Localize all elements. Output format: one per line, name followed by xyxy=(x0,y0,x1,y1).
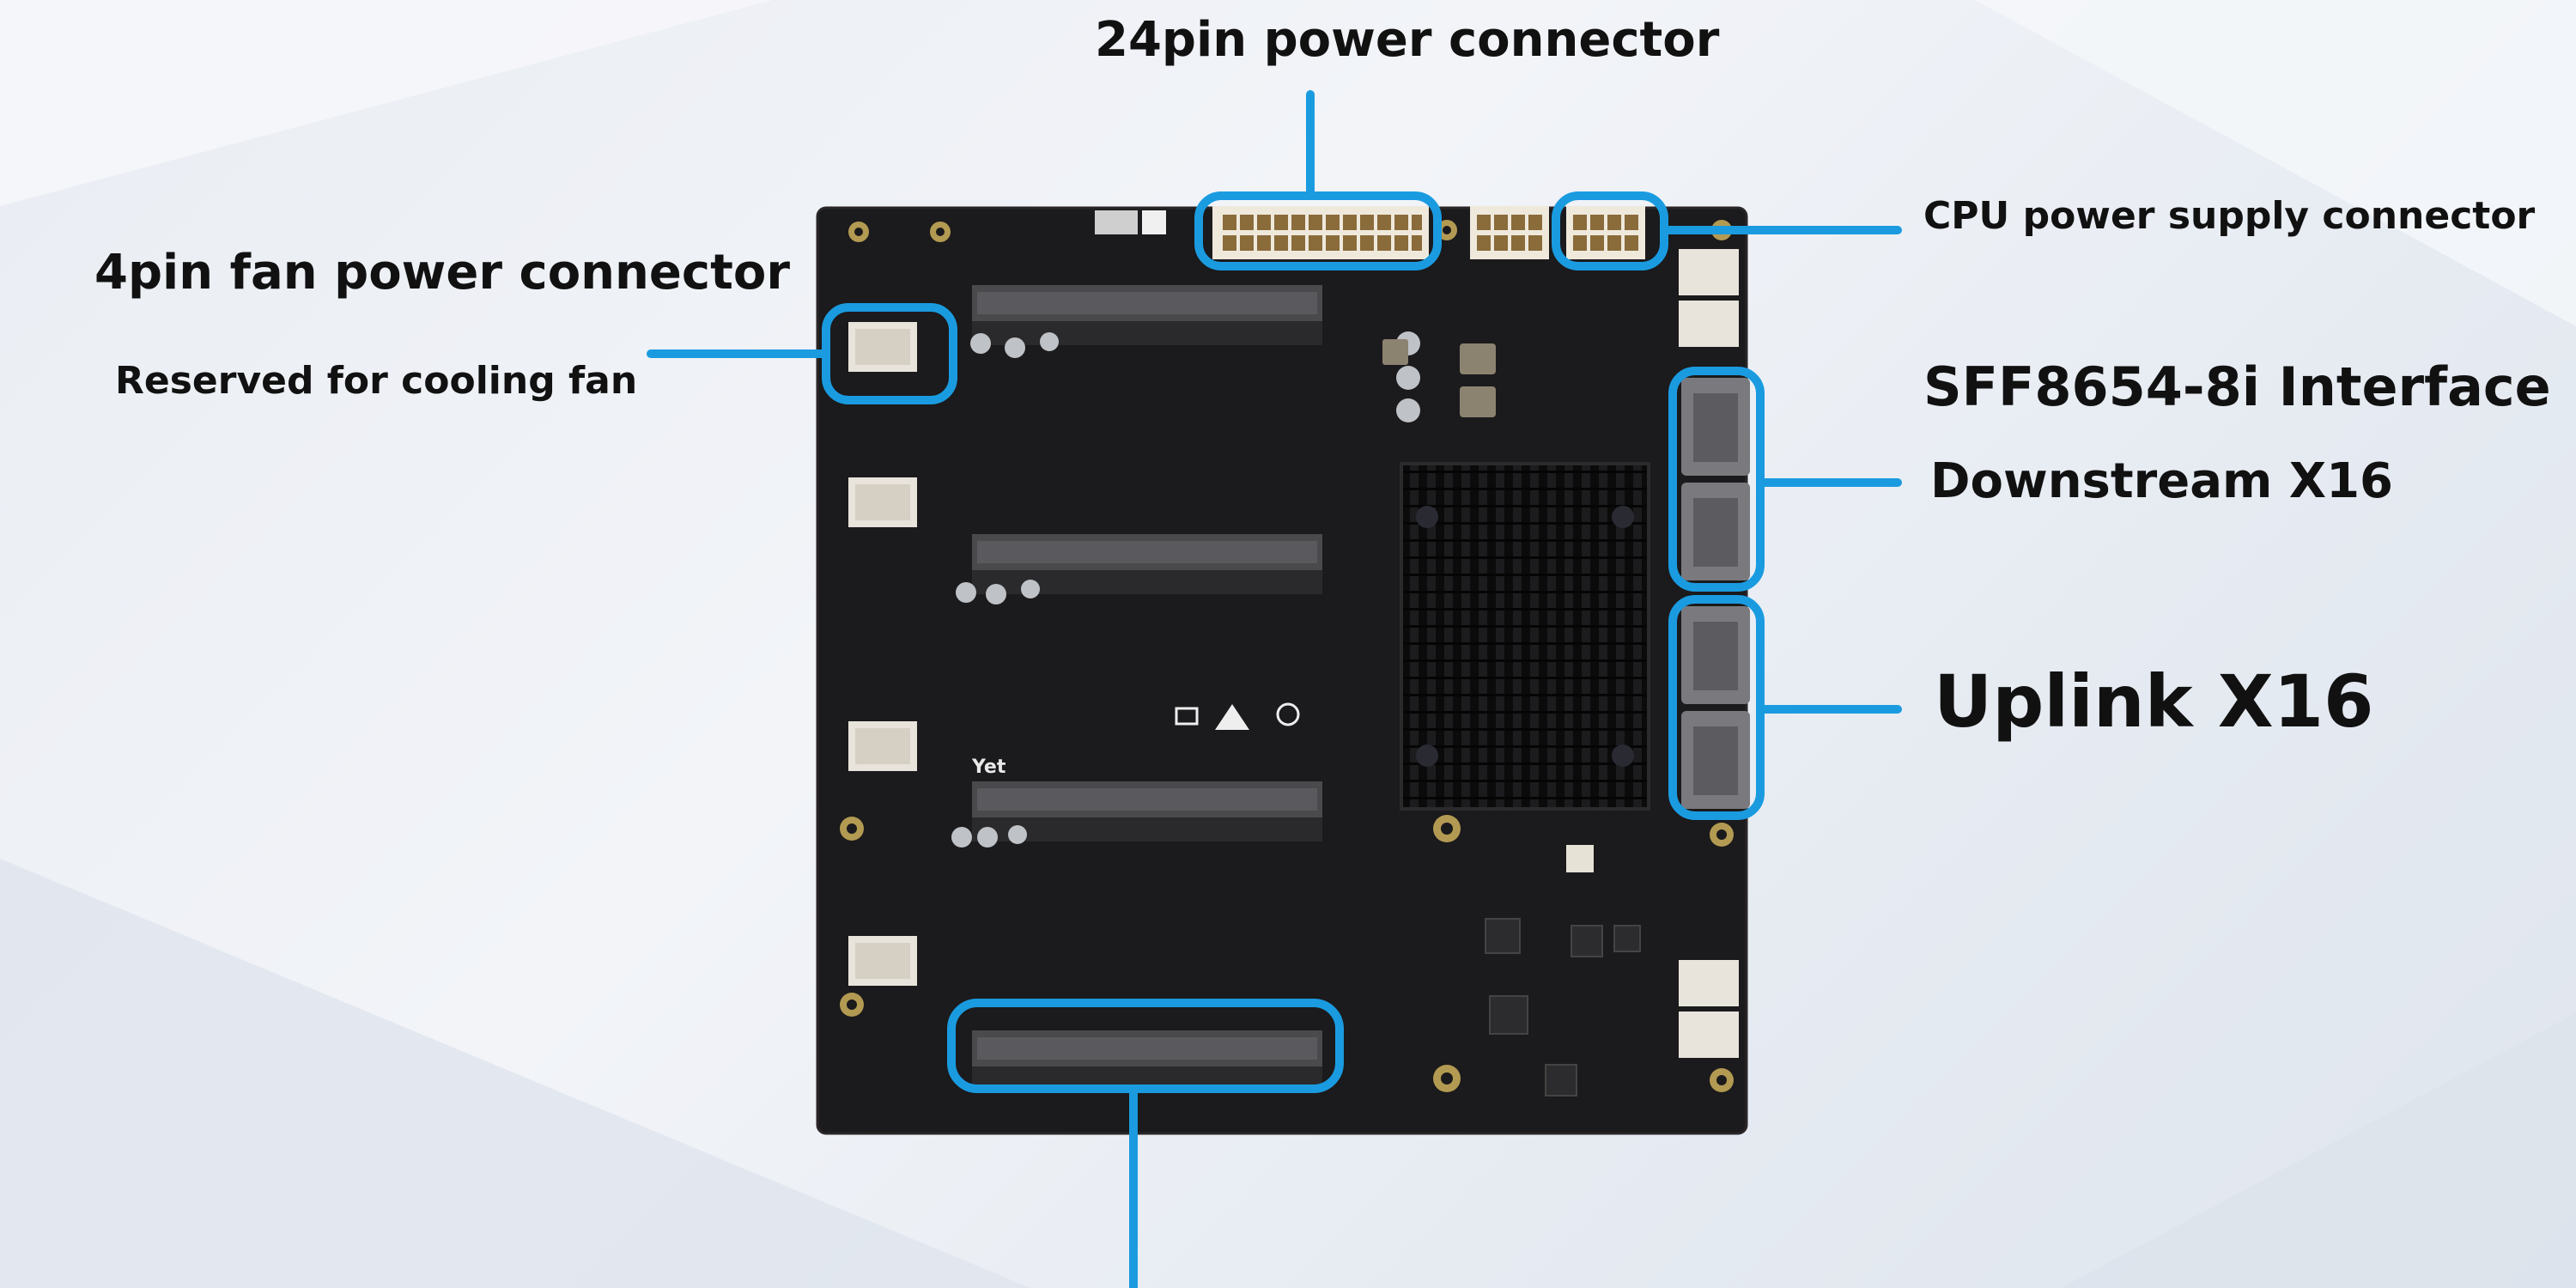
eps-8pin-connector-a xyxy=(1470,206,1549,259)
sff8654-ports xyxy=(1681,378,1750,809)
mounting-holes xyxy=(840,220,1734,1092)
pcie-slot-2 xyxy=(972,534,1322,594)
pcie-slot-3 xyxy=(972,781,1322,841)
board-silk-yet: Yet xyxy=(971,756,1006,778)
inductors xyxy=(1382,339,1496,417)
callout-box-bottom-slot xyxy=(947,999,1344,1093)
pcie-switch-heatsink xyxy=(1400,462,1650,811)
callouts xyxy=(647,90,1902,1288)
label-uplink-x16: Uplink X16 xyxy=(1934,659,2374,744)
pcb-board xyxy=(817,208,1747,1133)
small-connector xyxy=(1566,845,1594,872)
cpu-8pin-connector xyxy=(1566,206,1645,259)
label-reserved-cooling-fan: Reserved for cooling fan xyxy=(115,359,638,403)
label-4pin-fan-power-connector: 4pin fan power connector xyxy=(94,245,790,301)
label-sff8654-interface: SFF8654-8i Interface xyxy=(1923,355,2551,418)
label-downstream-x16: Downstream X16 xyxy=(1930,453,2393,509)
pcie-slot-1 xyxy=(972,285,1322,345)
fan-headers-right xyxy=(1679,249,1739,1058)
label-24pin-power-connector: 24pin power connector xyxy=(1095,12,1720,68)
fan-header-2 xyxy=(848,477,917,527)
label-cpu-power-supply-connector: CPU power supply connector xyxy=(1923,194,2536,238)
atx-24pin-connector xyxy=(1212,206,1429,259)
fan-header-3 xyxy=(848,721,917,771)
capacitors xyxy=(951,331,1420,848)
safety-symbols xyxy=(1175,702,1300,730)
jumper-switch xyxy=(1095,210,1138,234)
fan-header-4 xyxy=(848,936,917,986)
callout-box-24pin xyxy=(1194,191,1442,270)
pcie-slot-4 xyxy=(972,1030,1322,1085)
controller-chips xyxy=(1485,918,1641,1097)
fan-header-1 xyxy=(848,322,917,372)
